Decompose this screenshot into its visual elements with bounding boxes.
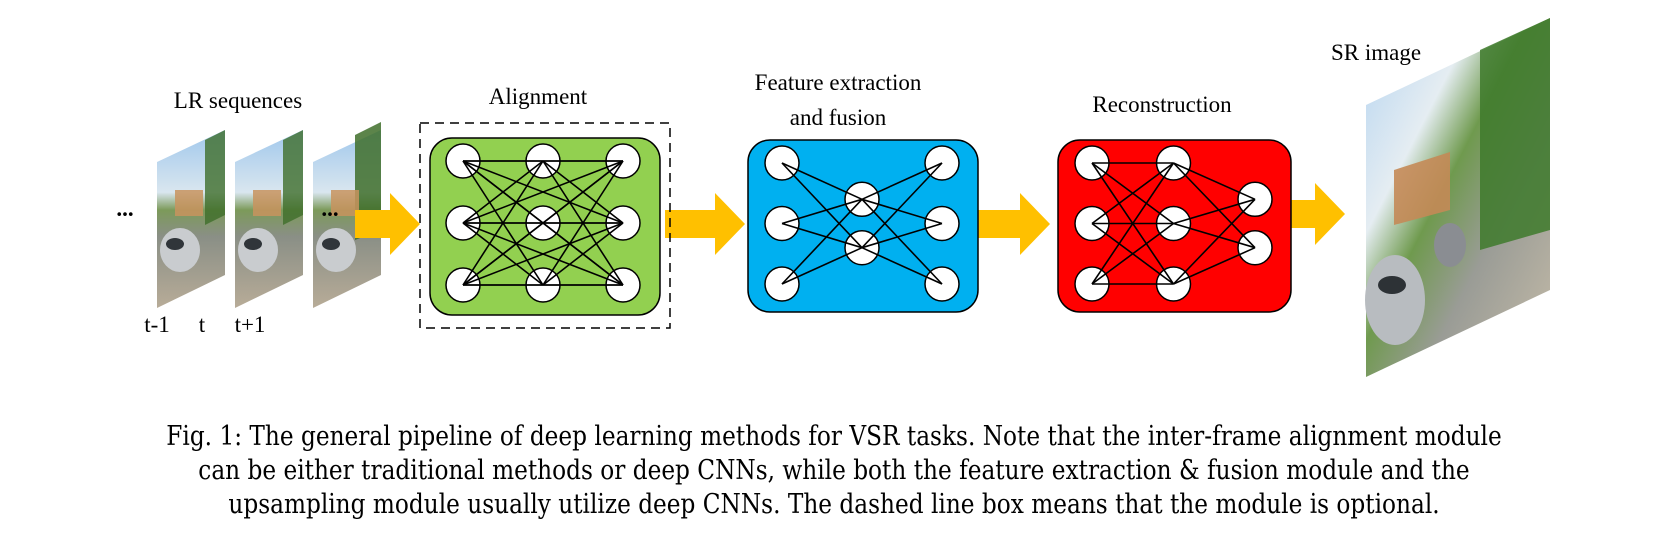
feature-edge [781, 162, 863, 249]
ellipsis-left: ... [116, 196, 133, 221]
feature-module-box [747, 139, 979, 313]
optional-dashed-box [419, 122, 671, 329]
frame-label-t-plus-1: t+1 [235, 312, 266, 337]
reconstruction-edge [1091, 162, 1175, 285]
frame-label-t-minus-1: t-1 [144, 312, 170, 337]
reconstruction-edge [1091, 162, 1174, 225]
reconstruction-edge [1091, 222, 1174, 285]
feature-edge [861, 198, 943, 225]
reconstruction-edge [1173, 162, 1256, 201]
figure-caption: Fig. 1: The general pipeline of deep lea… [117, 420, 1551, 522]
caption-line-3: upsampling module usually utilize deep C… [228, 489, 1440, 520]
alignment-edge [462, 222, 624, 286]
lr-frame-t-minus-1 [157, 130, 225, 308]
feature-label-line2: and fusion [790, 105, 887, 130]
feature-edge [861, 162, 943, 249]
feature-edge [781, 162, 863, 201]
reconstruction-edge [1172, 162, 1256, 249]
reconstruction-edge [1173, 222, 1256, 249]
ellipsis-right: ... [321, 196, 338, 221]
feature-edge [861, 162, 943, 201]
feature-edge [781, 198, 863, 285]
lr-frame-t [235, 130, 303, 308]
sr-image-label: SR image [1331, 40, 1421, 65]
lr-sequence-frames [157, 122, 381, 308]
caption-line-2: can be either traditional methods or dee… [198, 455, 1470, 486]
feature-edge [861, 198, 943, 285]
pipeline-diagram: LR sequences ... ... t-1 t t+1 Alignment… [116, 18, 1550, 377]
alignment-edge [462, 160, 624, 286]
feature-edge [781, 246, 863, 285]
reconstruction-edge [1172, 198, 1256, 285]
lr-frame-t-plus-1 [313, 122, 381, 308]
reconstruction-edge [1173, 246, 1256, 285]
alignment-network [445, 143, 641, 303]
frame-label-t: t [199, 312, 206, 337]
reconstruction-network [1074, 145, 1273, 302]
lr-sequences-label: LR sequences [174, 88, 302, 113]
arrow-2 [665, 193, 745, 255]
feature-edge [781, 198, 863, 225]
caption-line-1: Fig. 1: The general pipeline of deep lea… [166, 421, 1502, 452]
alignment-label: Alignment [489, 84, 588, 109]
reconstruction-label: Reconstruction [1092, 92, 1232, 117]
reconstruction-edge [1173, 198, 1256, 225]
feature-network [764, 145, 960, 302]
arrow-3 [975, 193, 1050, 255]
alignment-edge [462, 160, 624, 224]
arrow-4 [1283, 183, 1345, 245]
feature-label-line1: Feature extraction [755, 70, 922, 95]
feature-edge [861, 222, 943, 249]
arrow-1 [355, 193, 420, 255]
sr-image [1365, 18, 1550, 377]
feature-edge [861, 246, 943, 285]
feature-edge [781, 222, 863, 249]
